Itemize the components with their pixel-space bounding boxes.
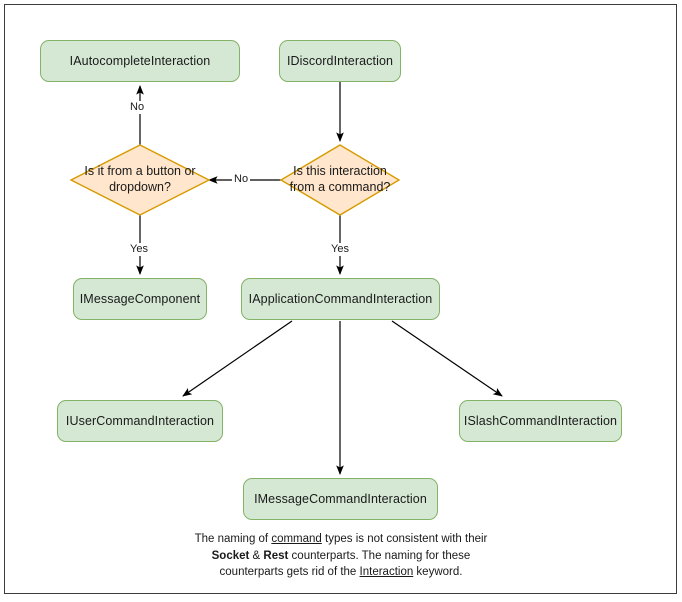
- caption-bold-rest: Rest: [263, 549, 289, 562]
- node-label: IApplicationCommandInteraction: [248, 291, 433, 306]
- caption-text: The naming of: [194, 533, 272, 545]
- node-label: ISlashCommandInteraction: [463, 413, 618, 428]
- caption-text: types is not consistent with their: [321, 533, 488, 545]
- caption-underlined-interaction: Interaction: [359, 566, 414, 579]
- node-user-command-interaction[interactable]: IUserCommandInteraction: [57, 400, 223, 442]
- caption-bold-socket: Socket: [211, 549, 250, 562]
- caption-line-3: counterparts gets rid of the Interaction…: [131, 564, 551, 581]
- edge-label-yes-application-command: Yes: [329, 243, 351, 256]
- edge-label-yes-message-component: Yes: [128, 243, 150, 256]
- diagram-caption: The naming of command types is not consi…: [131, 531, 551, 581]
- node-slash-command-interaction[interactable]: ISlashCommandInteraction: [459, 400, 622, 442]
- caption-line-2: Socket & Rest counterparts. The naming f…: [131, 548, 551, 565]
- diamond-shape: [279, 144, 401, 216]
- edge-label-no-autocomplete: No: [128, 101, 147, 114]
- node-autocomplete-interaction[interactable]: IAutocompleteInteraction: [40, 40, 240, 82]
- diamond-shape: [69, 144, 211, 216]
- caption-text: keyword.: [413, 566, 463, 579]
- caption-text: counterparts. The naming for these: [288, 549, 471, 562]
- caption-text: counterparts gets rid of the: [219, 566, 360, 579]
- node-label: IMessageComponent: [79, 291, 201, 306]
- node-application-command-interaction[interactable]: IApplicationCommandInteraction: [241, 278, 440, 320]
- node-label: IDiscordInteraction: [286, 53, 394, 68]
- node-message-command-interaction[interactable]: IMessageCommandInteraction: [243, 478, 438, 520]
- node-discord-interaction[interactable]: IDiscordInteraction: [279, 40, 401, 82]
- caption-underlined-command: command: [271, 533, 322, 545]
- caption-text: &: [249, 549, 264, 562]
- canvas-border: [4, 4, 677, 594]
- node-label: IUserCommandInteraction: [65, 413, 215, 428]
- node-label: IMessageCommandInteraction: [254, 491, 427, 506]
- caption-line-1: The naming of command types is not consi…: [131, 531, 551, 548]
- node-decision-button-or-dropdown[interactable]: Is it from a button or dropdown?: [69, 144, 211, 216]
- node-decision-from-command[interactable]: Is this interaction from a command?: [279, 144, 401, 216]
- node-message-component[interactable]: IMessageComponent: [73, 278, 207, 320]
- node-label: IAutocompleteInteraction: [69, 53, 211, 68]
- edge-label-no-component-decision: No: [232, 173, 251, 186]
